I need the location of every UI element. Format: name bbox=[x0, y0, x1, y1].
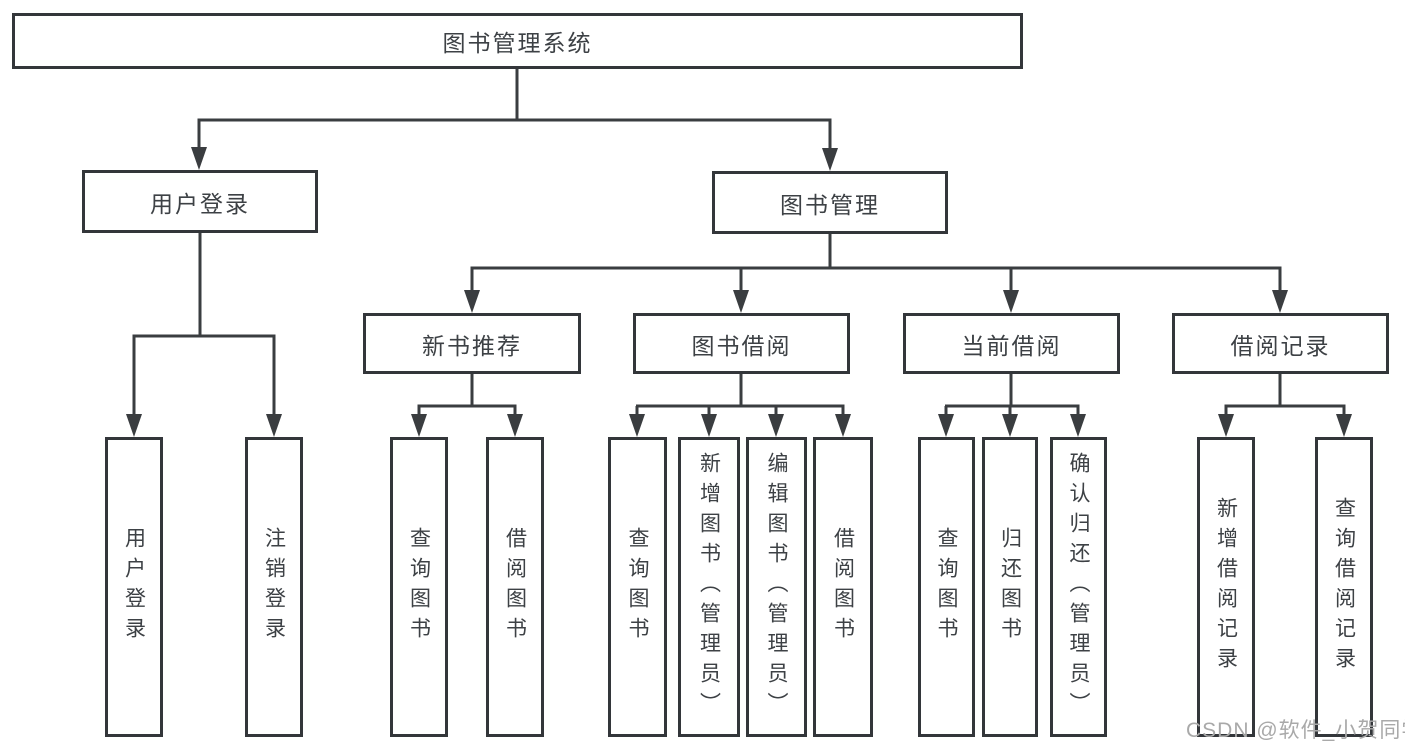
arrow-down-icon bbox=[266, 414, 282, 437]
leaf-borrowing-borrow-books: 借阅图书 bbox=[813, 437, 873, 737]
arrow-down-icon bbox=[1272, 290, 1288, 313]
arrow-down-icon bbox=[507, 414, 523, 437]
leaf-borrowing-add-books-admin: 新增图书（管理员） bbox=[678, 437, 740, 737]
leaf-records-add-record: 新增借阅记录 bbox=[1197, 437, 1255, 737]
leaf-logout: 注销登录 bbox=[245, 437, 303, 737]
leaf-newbooks-query-books: 查询图书 bbox=[390, 437, 448, 737]
leaf-borrowing-query-books: 查询图书 bbox=[608, 437, 667, 737]
arrow-down-icon bbox=[1218, 414, 1234, 437]
arrow-down-icon bbox=[1003, 290, 1019, 313]
arrow-down-icon bbox=[768, 414, 784, 437]
node-borrow-records: 借阅记录 bbox=[1172, 313, 1389, 374]
leaf-records-query-record: 查询借阅记录 bbox=[1315, 437, 1373, 737]
node-current-borrow: 当前借阅 bbox=[903, 313, 1120, 374]
arrow-down-icon bbox=[1002, 414, 1018, 437]
arrow-down-icon bbox=[938, 414, 954, 437]
leaf-user-login: 用户登录 bbox=[105, 437, 163, 737]
csdn-watermark: CSDN @软件_小贺同学 bbox=[1186, 719, 1405, 742]
node-book-borrow: 图书借阅 bbox=[633, 313, 850, 374]
node-root: 图书管理系统 bbox=[12, 13, 1023, 69]
leaf-current-query-books: 查询图书 bbox=[918, 437, 975, 737]
arrow-down-icon bbox=[1070, 414, 1086, 437]
arrow-down-icon bbox=[629, 414, 645, 437]
tree-connectors bbox=[126, 69, 1352, 437]
node-user-login: 用户登录 bbox=[82, 170, 318, 233]
leaf-current-return-books: 归还图书 bbox=[982, 437, 1038, 737]
arrow-down-icon bbox=[1336, 414, 1352, 437]
node-book-management: 图书管理 bbox=[712, 171, 948, 234]
leaf-newbooks-borrow-books: 借阅图书 bbox=[486, 437, 544, 737]
arrow-down-icon bbox=[835, 414, 851, 437]
arrow-down-icon bbox=[733, 290, 749, 313]
arrow-down-icon bbox=[822, 148, 838, 171]
leaf-current-confirm-return-admin: 确认归还（管理员） bbox=[1050, 437, 1107, 737]
arrow-down-icon bbox=[126, 414, 142, 437]
node-new-book-recommend: 新书推荐 bbox=[363, 313, 581, 374]
arrow-down-icon bbox=[411, 414, 427, 437]
leaf-borrowing-edit-books-admin: 编辑图书（管理员） bbox=[746, 437, 807, 737]
arrow-down-icon bbox=[191, 147, 207, 170]
arrow-down-icon bbox=[701, 414, 717, 437]
arrow-down-icon bbox=[464, 290, 480, 313]
